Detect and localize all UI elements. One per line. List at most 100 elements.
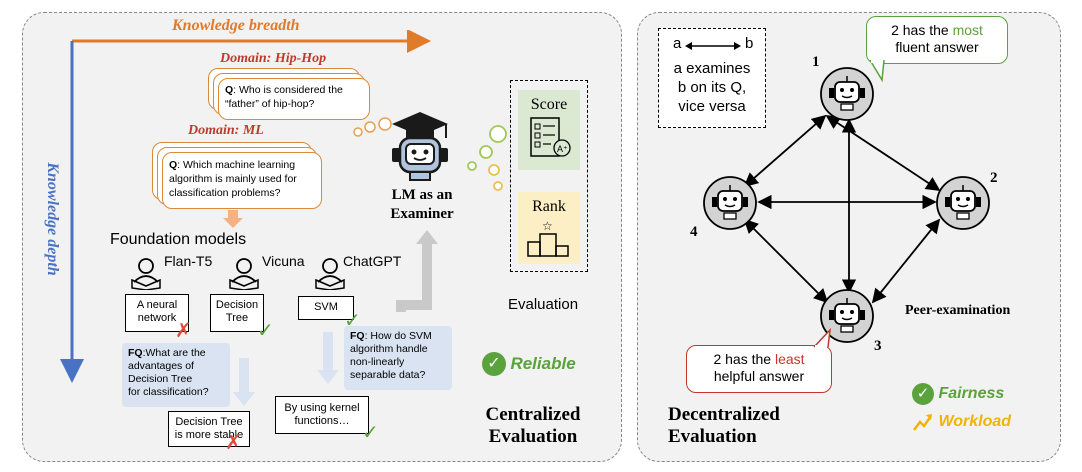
checklist-icon: A⁺ [530, 117, 571, 157]
answer-vicuna-line2: Tree [225, 312, 249, 324]
double-arrow-icon [685, 42, 741, 50]
ml-question-card: Q: Which machine learning algorithm is m… [162, 152, 322, 209]
evaluation-label: Evaluation [508, 296, 579, 313]
rank-card: Rank ☆ [518, 192, 580, 264]
bubble-bottom-pre: 2 has the [713, 351, 775, 367]
fq2-line1: : How do SVM [364, 330, 432, 342]
q-prefix: Q [225, 84, 234, 96]
robot-node-2-icon [936, 176, 990, 230]
legend-line2: b on its Q, [677, 79, 747, 96]
legend-box: a b a examines b on its Q, vice versa [658, 28, 766, 128]
fq1-line4: for classification? [128, 386, 209, 398]
model-name-chatgpt: ChatGPT [343, 253, 402, 269]
centralized-line2: Evaluation [488, 426, 578, 447]
robot-node-4-icon [703, 176, 757, 230]
bubble-bottom-highlight: least [774, 351, 805, 367]
followup-question-2: FQ: How do SVM algorithm handle non-line… [344, 326, 452, 390]
trend-arrow-icon [913, 414, 933, 431]
answer-flan-line2: network [137, 312, 177, 324]
cross-icon: ✗ [175, 320, 192, 342]
foundation-models-label: Foundation models [110, 231, 247, 248]
cross-icon: ✗ [225, 432, 242, 454]
fq2-line2: algorithm handle [350, 343, 428, 355]
workload-badge: Workload [912, 412, 1011, 432]
examiner-label: LM as an Examiner [375, 186, 469, 224]
peer-graph-edges [743, 114, 941, 304]
check-icon: ✓ [362, 422, 379, 444]
followup-question-1: FQ:What are the advantages of Decision T… [122, 343, 230, 407]
examiner-line2: Examiner [390, 206, 454, 222]
decentralized-evaluation-title: Decentralized Evaluation [668, 404, 780, 448]
ans2-line1: Decision Tree [175, 416, 243, 428]
knowledge-breadth-label: Knowledge breadth [172, 17, 300, 34]
decentralized-line1: Decentralized [668, 404, 780, 425]
answer-flan-line1: A neural [136, 299, 178, 311]
fairness-label: Fairness [938, 385, 1005, 402]
peer-examination-label: Peer-examination [905, 303, 1011, 318]
legend-line1: a examines [673, 60, 751, 77]
node-label-1: 1 [812, 54, 820, 70]
answer-round2-chatgpt: By using kernel functions… [275, 396, 369, 434]
legend-a: a [673, 35, 682, 52]
reader-icon-vicuna [229, 258, 259, 290]
robot-node-3-icon [820, 289, 874, 343]
fq-prefix: FQ [350, 330, 365, 342]
hiphop-q-line1: : Who is considered the [233, 84, 343, 96]
fq1-line3: Decision Tree [128, 373, 193, 385]
domain-ml: Domain: ML [188, 123, 264, 138]
q-prefix: Q [169, 159, 178, 171]
rank-label: Rank [532, 198, 566, 215]
thought-bubbles-left [353, 117, 392, 137]
bubble-top-pre: 2 has the [891, 22, 953, 38]
answer-chatgpt: SVM [298, 296, 354, 320]
workload-label: Workload [938, 413, 1012, 430]
centralized-line1: Centralized [485, 404, 581, 425]
checkmark-badge-icon: ✓ [912, 383, 934, 405]
ans2-line2: is more stable [174, 429, 244, 441]
bubble-top-line2: fluent answer [895, 39, 979, 55]
score-card: Score A⁺ [518, 90, 580, 170]
return-arrow-grey [396, 230, 438, 312]
examiner-line1: LM as an [391, 187, 453, 203]
bubble-bottom-line2: helpful answer [713, 368, 805, 384]
bubble-tail-top [869, 60, 885, 83]
evaluation-box [510, 80, 588, 272]
hiphop-q-line2: “father” of hip-hop? [225, 98, 315, 110]
score-label: Score [530, 96, 568, 113]
fq1-line2: advantages of [128, 360, 194, 372]
reliable-label: Reliable [510, 354, 576, 373]
ml-q-line3: classification problems? [169, 187, 281, 199]
fq-prefix: FQ [128, 347, 143, 359]
fq2-line4: separable data? [350, 369, 426, 381]
checkmark-badge-icon: ✓ [482, 352, 506, 376]
ml-q-line1: : Which machine learning [177, 159, 296, 171]
answer-round2-vicuna: Decision Tree is more stable [168, 411, 250, 447]
feedback-bubble-top: 2 has the most fluent answer [866, 16, 1008, 64]
legend-line3: vice versa [678, 98, 746, 115]
legend-b: b [745, 35, 754, 52]
hiphop-question-card: Q: Who is considered the “father” of hip… [218, 78, 370, 120]
examiner-robot-icon [392, 112, 448, 181]
bubble-top-highlight: most [952, 22, 983, 38]
ans3-line1: By using kernel [284, 402, 360, 414]
answer-vicuna-line1: Decision [215, 299, 259, 311]
fq1-line1: :What are the [142, 347, 206, 359]
fairness-badge: ✓ Fairness [912, 383, 1004, 405]
svg-text:☆: ☆ [542, 219, 553, 233]
podium-icon: ☆ [527, 219, 569, 257]
model-name-flan: Flan-T5 [164, 253, 213, 269]
decentralized-line2: Evaluation [668, 426, 757, 447]
reliable-badge: ✓ Reliable [482, 352, 576, 376]
bubble-tail-bottom [813, 328, 831, 348]
thought-bubbles-right [467, 125, 507, 191]
domain-hiphop: Domain: Hip-Hop [220, 51, 327, 66]
down-arrow-blue [317, 332, 339, 384]
axes [60, 30, 431, 383]
node-label-3: 3 [874, 338, 882, 354]
feedback-bubble-bottom: 2 has the least helpful answer [686, 345, 832, 393]
fq2-line3: non-linearly [350, 356, 405, 368]
ml-q-line2: algorithm is mainly used for [169, 173, 297, 185]
reader-icon-chatgpt [315, 258, 345, 290]
node-label-2: 2 [990, 170, 998, 186]
answer-flan: A neural network [125, 294, 189, 332]
